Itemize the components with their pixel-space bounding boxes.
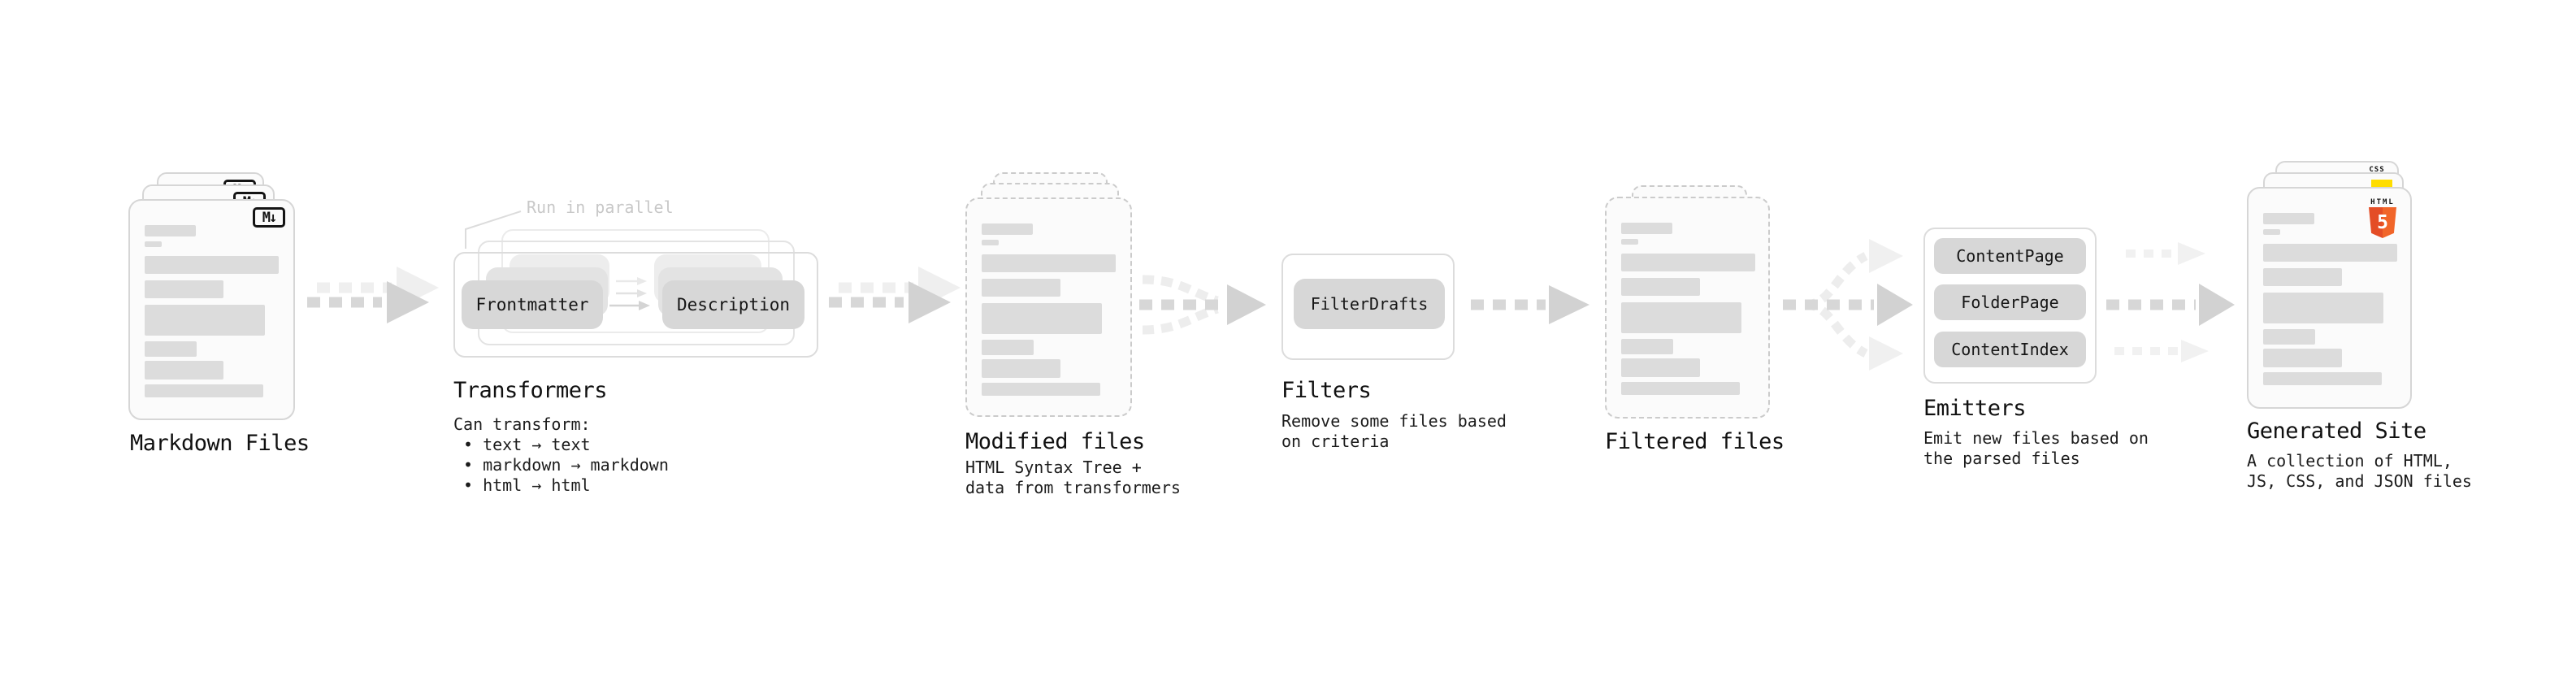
modified-file-card-front	[965, 197, 1132, 417]
placeholder-line	[1621, 254, 1755, 271]
placeholder-line	[145, 225, 196, 236]
placeholder-line	[982, 303, 1102, 334]
description-line: on criteria	[1281, 432, 1390, 451]
placeholder-line	[2263, 349, 2342, 367]
flow-arrow	[307, 267, 439, 323]
emitter-node-contentindex: ContentIndex	[1934, 332, 2086, 367]
document-placeholder-lines	[1621, 223, 1755, 395]
placeholder-line	[2263, 268, 2342, 286]
filtered-file-card-front	[1605, 197, 1770, 419]
flow-arrow	[829, 267, 961, 323]
document-placeholder-lines	[145, 225, 279, 397]
transformer-node-frontmatter: Frontmatter	[462, 280, 603, 329]
fan-in-arrow	[1139, 275, 1266, 335]
emitters-frame	[1923, 228, 2097, 384]
markdown-files-stack: M↓ M↓ M↓	[128, 172, 295, 424]
transform-bullet: • html → html	[463, 475, 591, 495]
html5-icon: HTML 5	[2366, 198, 2399, 238]
placeholder-line	[982, 383, 1100, 396]
placeholder-line	[982, 254, 1116, 272]
placeholder-line	[145, 305, 265, 336]
filters-frame	[1281, 254, 1455, 360]
flow-arrow	[1471, 285, 1589, 324]
document-placeholder-lines	[982, 223, 1116, 396]
css-icon-label: CSS	[2369, 166, 2385, 174]
placeholder-line	[2263, 372, 2382, 385]
placeholder-line	[982, 223, 1033, 235]
description-line: HTML Syntax Tree +	[965, 458, 1142, 477]
placeholder-line	[145, 280, 223, 298]
placeholder-line	[145, 361, 223, 380]
html5-icon-shield: 5	[2369, 207, 2396, 238]
description-line: data from transformers	[965, 478, 1181, 497]
transform-bullet: • markdown → markdown	[463, 455, 669, 475]
modified-files-stack	[965, 172, 1132, 420]
description-line: Remove some files based	[1281, 411, 1507, 431]
emitter-output-arrows	[2106, 242, 2235, 362]
placeholder-line	[145, 384, 263, 397]
emitters-description: Emit new files based on the parsed files	[1923, 428, 2149, 469]
stage-title-filtered-files: Filtered files	[1605, 429, 1785, 454]
emitter-node-contentpage: ContentPage	[1934, 238, 2086, 274]
transform-bullet: • text → text	[463, 435, 591, 454]
stage-title-markdown-files: Markdown Files	[130, 431, 310, 456]
stage-title-modified-files: Modified files	[965, 429, 1145, 454]
generated-site-stack: CSS HTML 5	[2247, 161, 2412, 413]
placeholder-line	[2263, 244, 2397, 262]
placeholder-line	[1621, 339, 1673, 354]
html5-icon-label: HTML	[2370, 198, 2395, 206]
js-icon	[2371, 180, 2392, 189]
emitter-node-folderpage: FolderPage	[1934, 284, 2086, 320]
placeholder-line	[982, 279, 1060, 297]
placeholder-line	[982, 240, 999, 245]
modified-files-description: HTML Syntax Tree + data from transformer…	[965, 458, 1181, 498]
transformers-frame-front	[453, 252, 818, 358]
placeholder-line	[1621, 358, 1700, 377]
placeholder-line	[1621, 302, 1741, 333]
filter-node-filterdrafts: FilterDrafts	[1294, 279, 1445, 329]
transformers-description: Can transform: • text → text • markdown …	[453, 414, 669, 496]
description-line: A collection of HTML,	[2247, 451, 2452, 471]
stage-title-emitters: Emitters	[1923, 396, 2027, 421]
note-leader-line	[465, 210, 522, 249]
stage-title-generated-site: Generated Site	[2247, 419, 2426, 444]
filters-description: Remove some files based on criteria	[1281, 411, 1507, 452]
placeholder-line	[2263, 229, 2280, 235]
transformer-node-description: Description	[662, 280, 804, 329]
generated-site-description: A collection of HTML, JS, CSS, and JSON …	[2247, 451, 2472, 492]
parallel-arrows	[609, 277, 650, 310]
markdown-file-card-front: M↓	[128, 199, 295, 420]
placeholder-line	[145, 341, 197, 357]
placeholder-line	[145, 256, 279, 274]
document-placeholder-lines	[2263, 213, 2397, 385]
fan-out-arrow	[1783, 239, 1913, 371]
description-line: the parsed files	[1923, 449, 2080, 468]
placeholder-line	[1621, 382, 1740, 395]
html-file-card: HTML 5	[2247, 187, 2412, 409]
placeholder-line	[982, 340, 1034, 355]
placeholder-line	[1621, 223, 1672, 234]
placeholder-line	[2263, 213, 2314, 224]
placeholder-line	[982, 359, 1060, 378]
placeholder-line	[2263, 329, 2315, 345]
stage-title-filters: Filters	[1281, 378, 1372, 403]
description-line: Emit new files based on	[1923, 428, 2149, 448]
placeholder-line	[1621, 278, 1700, 296]
placeholder-line	[2263, 293, 2383, 323]
placeholder-line	[1621, 239, 1638, 245]
run-in-parallel-note: Run in parallel	[527, 197, 674, 217]
filtered-files-stack	[1605, 185, 1770, 421]
transformers-subtitle: Can transform:	[453, 414, 591, 434]
placeholder-line	[145, 241, 162, 247]
stage-title-transformers: Transformers	[453, 378, 608, 403]
description-line: JS, CSS, and JSON files	[2247, 471, 2472, 491]
markdown-icon: M↓	[253, 207, 285, 228]
